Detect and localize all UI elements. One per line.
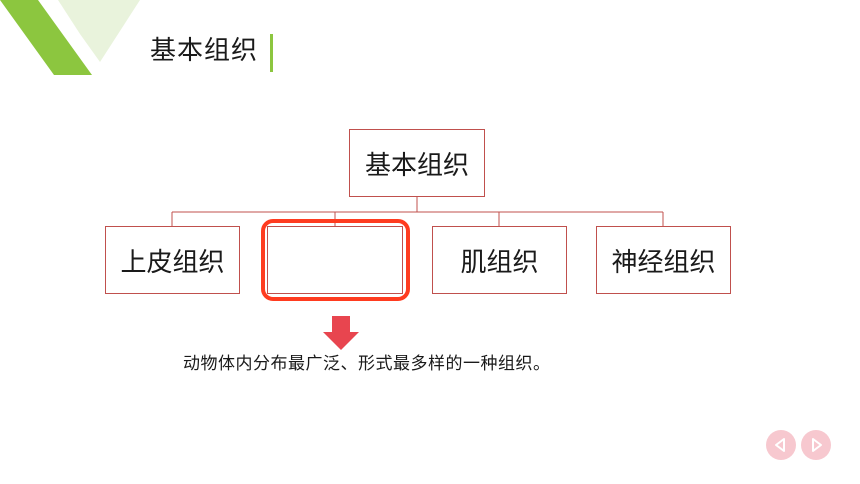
description-text: 动物体内分布最广泛、形式最多样的一种组织。 [183,354,551,374]
tree-child-blank [267,226,403,294]
next-button[interactable] [801,430,831,460]
title-accent-bar [270,34,273,72]
down-arrow-icon [323,316,359,350]
next-icon [812,438,822,452]
tree-child-nervous: 神经组织 [596,226,731,294]
page-title: 基本组织 [150,36,259,66]
corner-decoration [0,0,140,75]
tree-root-box: 基本组织 [349,129,485,197]
prev-button[interactable] [766,430,796,460]
prev-icon [775,438,785,452]
highlight-frame [261,219,410,301]
tree-child-epithelial: 上皮组织 [105,226,240,294]
tree-child-muscle: 肌组织 [432,226,567,294]
